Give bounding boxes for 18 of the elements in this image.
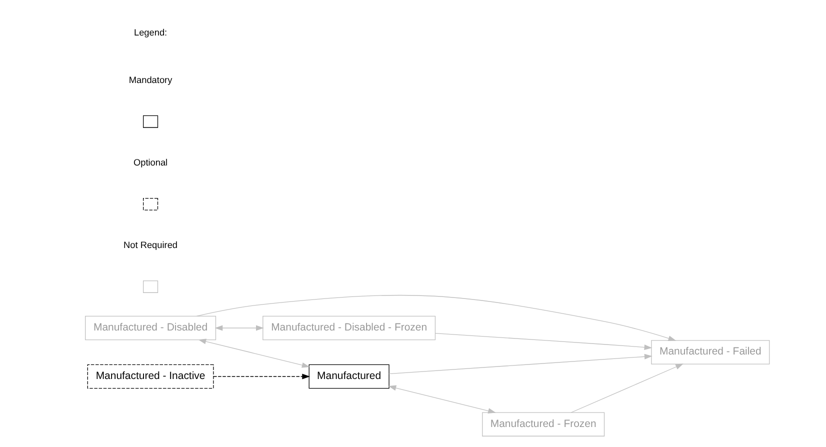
arrow xyxy=(570,364,683,413)
legend-label: Not Required xyxy=(123,240,178,250)
legend-label: Optional xyxy=(132,157,168,168)
node-box: Manufactured - Frozen xyxy=(482,412,604,436)
arrow xyxy=(434,332,652,350)
node-box: Manufactured - Inactive xyxy=(86,364,214,389)
arrow xyxy=(214,325,264,331)
arrow xyxy=(388,354,652,374)
arrow xyxy=(212,374,310,380)
node-box: Manufactured xyxy=(308,364,389,389)
node-box: Manufactured - Failed xyxy=(650,340,770,364)
arrow xyxy=(388,385,496,414)
node-box: Manufactured - Disabled - Frozen xyxy=(262,316,436,340)
arrow xyxy=(198,338,310,368)
arrow xyxy=(196,294,676,341)
legend-label: Mandatory xyxy=(128,74,172,85)
label: Legend: xyxy=(133,28,167,38)
node-box: Manufactured - Disabled xyxy=(84,316,216,340)
